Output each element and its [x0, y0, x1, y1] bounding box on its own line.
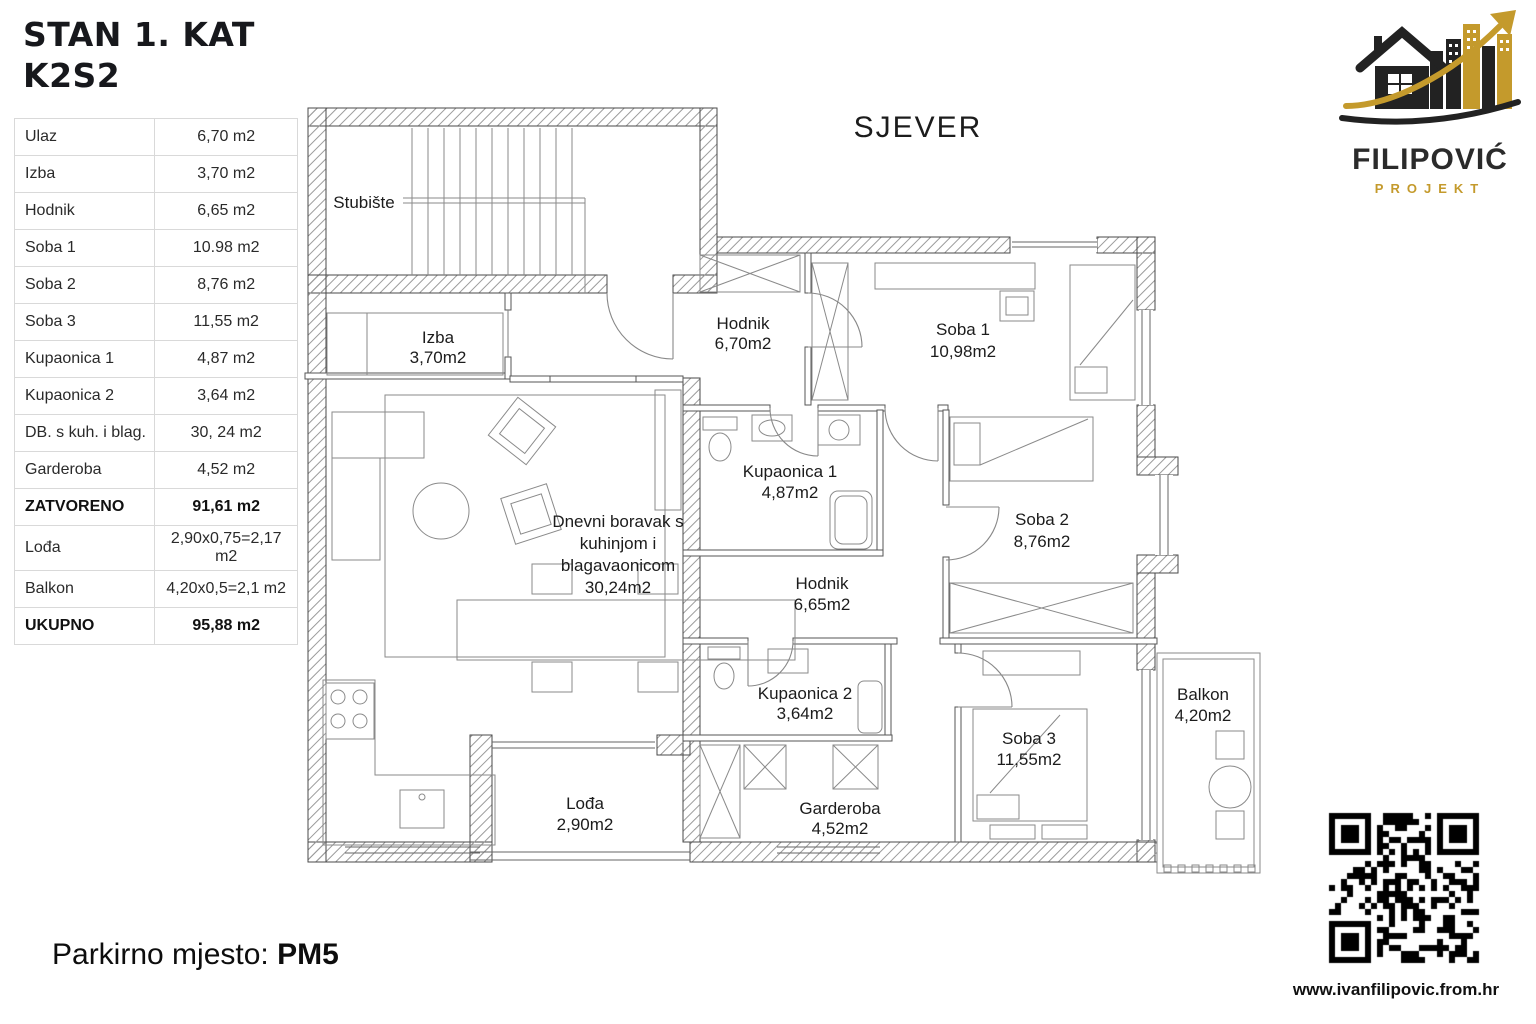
room-label-kupaonica1: Kupaonica 1: [743, 462, 838, 481]
room-label-kupaonica2: Kupaonica 2: [758, 684, 853, 703]
room-label-soba3: Soba 3: [1002, 729, 1056, 748]
area-table-room-label: ZATVORENO: [13, 488, 156, 526]
svg-text:4,87m2: 4,87m2: [762, 483, 819, 502]
website-url: www.ivanfilipovic.from.hr: [1292, 980, 1500, 999]
parking-label: Parkirno mjesto:: [52, 938, 278, 971]
area-table-room-value: 11,55 m2: [154, 303, 298, 341]
svg-text:kuhinjom i: kuhinjom i: [580, 534, 657, 553]
svg-text:4,52m2: 4,52m2: [812, 819, 869, 838]
parking-info: Parkirno mjesto: PM5: [52, 938, 339, 972]
room-label-hodnik: Hodnik: [796, 574, 849, 593]
windows: [345, 239, 1173, 861]
qr-code: [1316, 800, 1492, 976]
interior-walls: [304, 252, 1158, 843]
room-label-soba1: Soba 1: [936, 320, 990, 339]
area-table-room-value: 4,87 m2: [154, 340, 298, 378]
area-table-room-label: Hodnik: [13, 192, 156, 230]
svg-text:3,64m2: 3,64m2: [777, 704, 834, 723]
room-label-stubiste: Stubište: [333, 193, 394, 212]
svg-text:blagavaonicom: blagavaonicom: [561, 556, 675, 575]
svg-text:6,70m2: 6,70m2: [715, 334, 772, 353]
room-label-dnevni: Dnevni boravak s: [552, 512, 683, 531]
svg-text:4,20m2: 4,20m2: [1175, 706, 1232, 725]
area-table-room-label: Soba 2: [13, 266, 156, 304]
company-logo: FILIPOVIĆ PROJEKT: [1330, 6, 1530, 206]
room-label-izba: Izba: [422, 328, 455, 347]
svg-text:6,65m2: 6,65m2: [794, 595, 851, 614]
area-table-room-value: 4,20x0,5=2,1 m2: [154, 570, 298, 608]
area-table-room-value: 3,64 m2: [154, 377, 298, 415]
room-labels: Stubište Izba 3,70m2 Hodnik 6,70m2 Soba …: [333, 193, 1231, 838]
room-label-lodja: Lođa: [566, 794, 604, 813]
area-table-room-label: Garderoba: [13, 451, 156, 489]
area-table-room-label: Soba 3: [13, 303, 156, 341]
svg-text:3,70m2: 3,70m2: [410, 348, 467, 367]
area-table-room-label: Soba 1: [13, 229, 156, 267]
svg-text:8,76m2: 8,76m2: [1014, 532, 1071, 551]
furniture: [322, 254, 1136, 846]
room-label-ulaz: Hodnik: [717, 314, 770, 333]
room-label-balkon: Balkon: [1177, 685, 1229, 704]
compass-label: SJEVER: [854, 111, 983, 144]
area-table-room-value: 2,90x0,75=2,17 m2: [154, 525, 298, 571]
page-title: STAN 1. KAT K2S2: [23, 14, 255, 97]
svg-text:11,55m2: 11,55m2: [997, 750, 1062, 769]
svg-text:10,98m2: 10,98m2: [930, 342, 996, 361]
title-line-2: K2S2: [23, 56, 121, 96]
title-line-1: STAN 1. KAT: [23, 15, 255, 54]
floor-plan: SJEVER: [300, 95, 1280, 885]
room-label-garderoba: Garderoba: [799, 799, 881, 818]
area-table-room-label: Kupaonica 2: [13, 377, 156, 415]
area-table-room-label: Kupaonica 1: [13, 340, 156, 378]
area-table-room-label: Izba: [13, 155, 156, 193]
area-table-room-value: 30, 24 m2: [154, 414, 298, 452]
qr-code-canvas: [1316, 800, 1492, 976]
area-table-room-label: UKUPNO: [13, 607, 156, 645]
svg-text:30,24m2: 30,24m2: [585, 578, 651, 597]
room-label-soba2: Soba 2: [1015, 510, 1069, 529]
area-table-room-value: 10.98 m2: [154, 229, 298, 267]
area-table-room-value: 95,88 m2: [154, 607, 298, 645]
area-table-room-value: 8,76 m2: [154, 266, 298, 304]
logo-brand-text: FILIPOVIĆ: [1352, 143, 1508, 176]
area-table-room-label: Ulaz: [13, 118, 156, 156]
area-table-room-value: 3,70 m2: [154, 155, 298, 193]
area-table-room-value: 4,52 m2: [154, 451, 298, 489]
logo-subtitle-text: PROJEKT: [1374, 181, 1486, 196]
area-table-room-value: 6,70 m2: [154, 118, 298, 156]
area-table-room-label: Lođa: [13, 525, 156, 571]
logo-graphic-icon: [1339, 10, 1521, 125]
svg-text:2,90m2: 2,90m2: [557, 815, 614, 834]
area-table-room-label: DB. s kuh. i blag.: [13, 414, 156, 452]
area-table-room-value: 91,61 m2: [154, 488, 298, 526]
area-table-row: DB. s kuh. i blag.30, 24 m2: [13, 414, 298, 452]
balcony: [1156, 652, 1261, 874]
staircase: [403, 128, 586, 293]
area-table-room-value: 6,65 m2: [154, 192, 298, 230]
area-table-room-label: Balkon: [13, 570, 156, 608]
parking-value: PM5: [277, 938, 339, 971]
outer-walls: [307, 107, 1179, 863]
